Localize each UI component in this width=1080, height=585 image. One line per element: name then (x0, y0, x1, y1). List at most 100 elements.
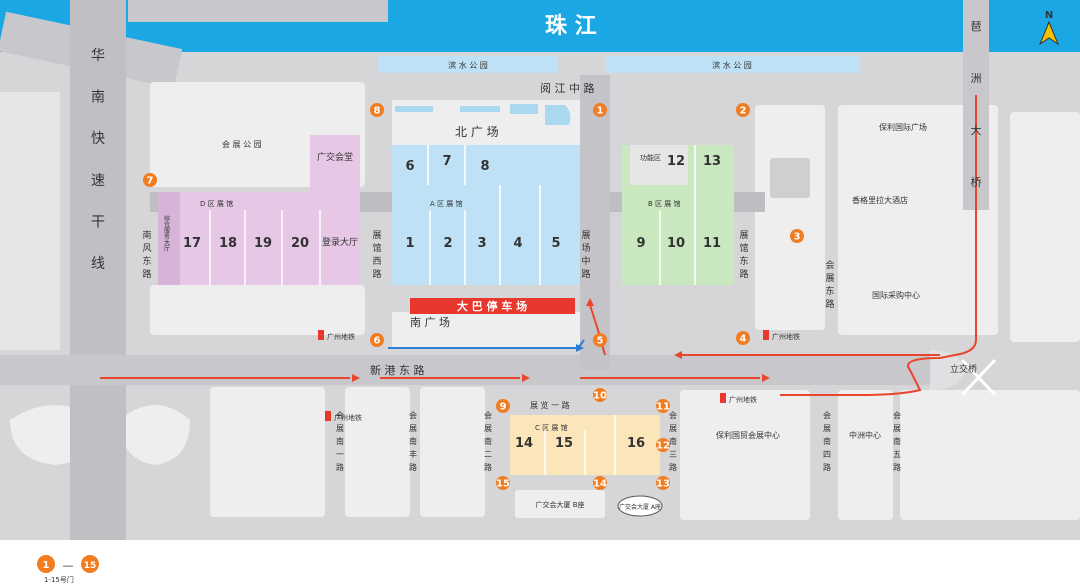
guangjiao-a-block (617, 495, 663, 517)
gate-2: 2 (736, 103, 750, 117)
zone-a (392, 145, 580, 285)
zone-c-label: C 区 展 馆 (535, 423, 568, 432)
gate-8: 8 (370, 103, 384, 117)
svg-text:—: — (63, 559, 74, 572)
gate-circle (593, 476, 607, 490)
gate-circle (593, 333, 607, 347)
guangjiao-b-label: 广交会大厦 B座 (535, 500, 584, 509)
hotel-label: 香格里拉大酒店 (852, 195, 908, 205)
gate-10: 10 (593, 388, 607, 402)
road-label-huizhan_nan_san: 展 (669, 424, 677, 433)
road-label-huanan: 快 (91, 131, 105, 147)
comprehensive-hall (158, 192, 180, 285)
road-label-zhanguan_central: 展 (581, 230, 590, 241)
xingang-road (0, 355, 945, 385)
gate-5: 5 (593, 333, 607, 347)
hall-19: 19 (254, 236, 272, 251)
cloverleaf-east (120, 405, 190, 465)
road-label-huanan: 速 (91, 173, 105, 189)
hall-10: 10 (667, 236, 685, 251)
zhanlan-road-label: 展 览 一 路 (530, 400, 570, 410)
road-label-huizhan_nan_si: 路 (823, 462, 831, 472)
baoli-trade-label: 保利国贸会展中心 (716, 430, 780, 440)
route-arrow-5 (586, 298, 594, 306)
block-east-2 (838, 105, 998, 335)
gate-4: 4 (736, 331, 750, 345)
road-label-huizhan_east: 展 (825, 273, 834, 284)
road-label-zhanguan_west: 西 (372, 256, 381, 267)
yuejiang-road-label: 阅 江 中 路 (540, 82, 595, 95)
block-east-3 (1010, 112, 1080, 342)
road-label-liede: 洲 (971, 72, 982, 85)
hall-18: 18 (219, 236, 237, 251)
gate-circle (496, 476, 510, 490)
gate-12: 12 (656, 438, 670, 452)
road-label-huizhan_nan_feng: 南 (409, 436, 417, 446)
binjiang-park-1 (378, 56, 558, 73)
metro-sign: 广州地铁 (763, 330, 800, 341)
hall-11: 11 (703, 236, 721, 251)
guangjiao-b-block (515, 490, 605, 518)
metro-sign: 广州地铁 (720, 393, 757, 404)
hall-3: 3 (477, 236, 486, 251)
gate-circle (370, 333, 384, 347)
road-label-nanfeng_east: 路 (142, 268, 151, 280)
svg-text:1: 1 (43, 560, 50, 571)
legend-gate-start (37, 555, 55, 573)
binjiang-park-2-label: 滨 水 公 园 (712, 60, 752, 70)
road-label-huizhan_nan_yi: 会 (336, 410, 344, 420)
road-label-huizhan_nan_san: 三 (669, 450, 677, 459)
road-label-huizhan_nan_er: 会 (484, 410, 492, 420)
road-label-huizhan_nan_san: 路 (669, 462, 677, 472)
bus-parking-label: 大 巴 停 车 场 (457, 299, 527, 313)
road-label-zhanguan_east: 东 (739, 255, 748, 267)
ramp-north (128, 0, 388, 22)
gate-circle (656, 476, 670, 490)
huizhan-park-label: 会 展 公 园 (222, 139, 262, 149)
gate-9: 9 (496, 399, 510, 413)
block-west (0, 92, 60, 350)
gate-circle (736, 331, 750, 345)
gate-13: 13 (656, 476, 670, 490)
road-label-huizhan_nan_san: 会 (669, 410, 677, 420)
hall-13: 13 (703, 154, 721, 169)
gate-number: 6 (374, 336, 381, 347)
block-east-1 (755, 105, 825, 330)
road-label-huizhan_nan_yi: 展 (336, 424, 344, 433)
road-label-huizhan_nan_san: 南 (669, 436, 677, 446)
gate-circle (593, 388, 607, 402)
road-label-huizhan_nan_er: 展 (484, 424, 492, 433)
gate-circle (656, 399, 670, 413)
legend-background (0, 540, 1080, 585)
road-label-liede: 桥 (971, 176, 982, 189)
gate-11: 11 (656, 399, 670, 413)
xingang-road-label: 新 港 东 路 (370, 363, 425, 377)
road-label-zhanguan_central: 中 (581, 255, 590, 267)
road-label-zhanguan_east: 馆 (739, 242, 748, 254)
route-arrow-2 (522, 374, 530, 382)
gate-circle (370, 103, 384, 117)
gate-number: 13 (656, 479, 670, 490)
road-label-huizhan_east: 东 (825, 285, 834, 297)
route-arrow-1 (352, 374, 360, 382)
gate-number: 7 (147, 176, 154, 187)
gate-circle (656, 438, 670, 452)
gate-number: 3 (794, 232, 801, 243)
binjiang-park-2 (605, 56, 860, 73)
road-label-huizhan_nan_er: 二 (484, 450, 492, 459)
huanan-expressway (70, 0, 126, 540)
gate-7: 7 (143, 173, 157, 187)
gate-number: 14 (593, 479, 607, 490)
gate-circle (790, 229, 804, 243)
south-square-label: 南 广 场 (410, 315, 450, 329)
zhongzhou-label: 中洲中心 (849, 430, 881, 440)
route-red-bridge (780, 95, 977, 396)
metro-sign: 广州地铁 (325, 411, 362, 422)
block-s1 (210, 387, 325, 517)
road-label-zhanguan_west: 展 (372, 230, 381, 241)
road-label-huizhan_nan_yi: 南 (336, 436, 344, 446)
route-red-north (589, 304, 606, 356)
gate-number: 5 (597, 336, 604, 347)
road-label-nanfeng_east: 南 (142, 229, 151, 241)
gate-14: 14 (593, 476, 607, 490)
